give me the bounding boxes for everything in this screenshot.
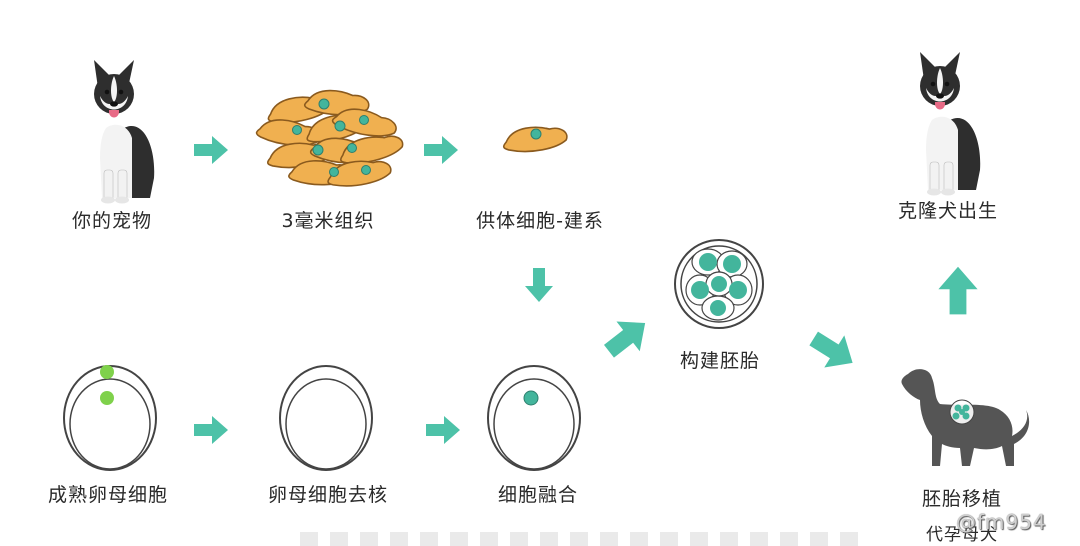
footer-caption-strip <box>300 532 860 546</box>
arrow-diagonal-down-icon <box>803 322 863 379</box>
watermark: @fm954 <box>956 510 1047 534</box>
label-tissue: 3毫米组织 <box>281 210 375 232</box>
embryo-icon <box>674 239 764 329</box>
clone-husky-icon <box>919 51 981 196</box>
arrow-icon <box>426 416 460 444</box>
arrow-icon <box>424 136 458 164</box>
enucleated-oocyte-icon <box>279 365 373 471</box>
arrow-down-icon <box>525 268 553 302</box>
label-donor-cell: 供体细胞-建系 <box>476 210 604 232</box>
label-mature-oocyte: 成熟卵母细胞 <box>47 484 169 506</box>
fused-cell-icon <box>487 365 581 471</box>
surrogate-dog-icon <box>901 369 1030 466</box>
label-fusion: 细胞融合 <box>497 484 579 506</box>
label-embryo: 构建胚胎 <box>679 350 761 372</box>
arrow-icon <box>194 416 228 444</box>
arrow-diagonal-up-icon <box>597 308 657 367</box>
arrow-up-icon <box>938 266 978 315</box>
arrow-icon <box>194 136 228 164</box>
label-embryo-transfer: 胚胎移植 <box>921 488 1003 510</box>
label-pet: 你的宠物 <box>71 210 153 232</box>
mature-oocyte-icon <box>63 365 157 471</box>
label-surrogate: 代孕母犬 <box>926 525 998 545</box>
label-enucleation: 卵母细胞去核 <box>267 484 389 506</box>
tissue-cells-icon <box>254 87 406 190</box>
donor-cell-icon <box>501 124 569 154</box>
label-clone-birth: 克隆犬出生 <box>897 200 999 222</box>
pet-husky-icon <box>93 59 155 204</box>
